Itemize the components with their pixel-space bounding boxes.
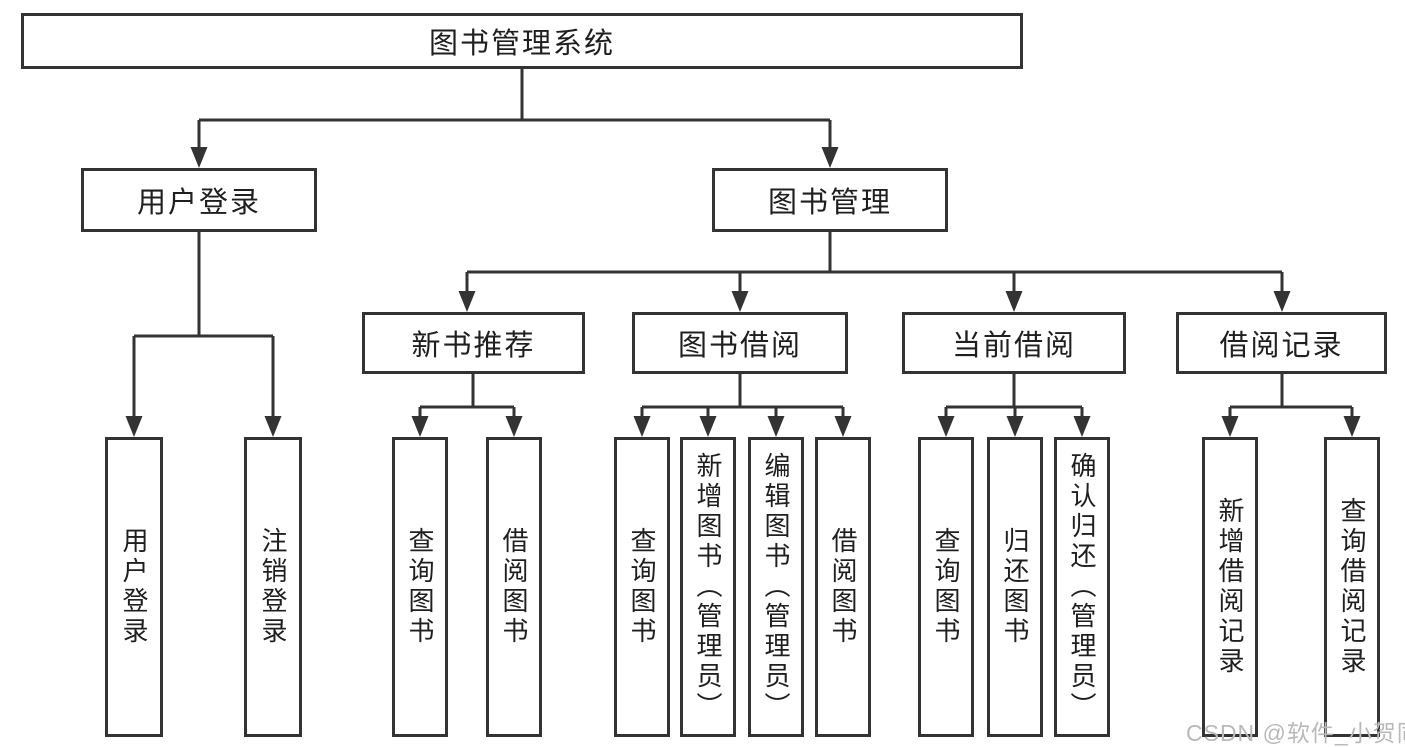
leaf-borrow-books-1: 借阅图书 — [486, 437, 542, 737]
leaf-add-borrow-record: 新增借阅记录 — [1202, 437, 1258, 737]
node-current-borrowing: 当前借阅 — [902, 312, 1126, 374]
node-book-borrowing: 图书借阅 — [632, 312, 848, 374]
node-book-management: 图书管理 — [712, 168, 948, 232]
leaf-query-books-1: 查询图书 — [392, 437, 448, 737]
leaf-query-books-3: 查询图书 — [918, 437, 974, 737]
leaf-logout: 注销登录 — [244, 437, 302, 737]
node-user-login: 用户登录 — [81, 168, 317, 232]
node-borrowing-records: 借阅记录 — [1176, 312, 1387, 374]
leaf-add-books-admin: 新增图书（管理员） — [680, 437, 736, 737]
node-new-book-recommend: 新书推荐 — [362, 312, 585, 374]
csdn-watermark: CSDN @软件_小贺同学 — [1186, 720, 1405, 746]
node-library-system: 图书管理系统 — [21, 13, 1023, 69]
leaf-confirm-return-admin: 确认归还（管理员） — [1054, 437, 1110, 737]
leaf-edit-books-admin: 编辑图书（管理员） — [748, 437, 804, 737]
leaf-borrow-books-2: 借阅图书 — [815, 437, 871, 737]
leaf-return-books: 归还图书 — [987, 437, 1043, 737]
leaf-query-books-2: 查询图书 — [614, 437, 670, 737]
arrowheads — [125, 147, 1361, 437]
leaf-user-login: 用户登录 — [105, 437, 163, 737]
leaf-query-borrow-record: 查询借阅记录 — [1324, 437, 1380, 737]
